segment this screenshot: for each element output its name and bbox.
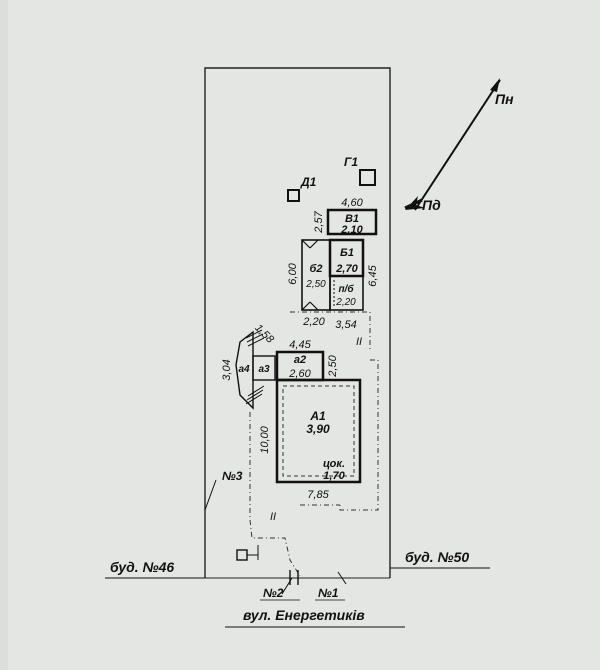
zone-boundary-lower xyxy=(249,412,301,577)
paper-sheet xyxy=(8,0,600,670)
dim-2-50: 2,50 xyxy=(327,354,339,377)
building-b2-hatch xyxy=(309,239,319,249)
point-1: №1 xyxy=(318,586,339,600)
building-pb-name: п/б xyxy=(338,283,354,295)
outbuilding-g1 xyxy=(359,169,376,186)
outbuilding-g1-label: Г1 xyxy=(344,155,358,169)
building-a1-height: 3,90 xyxy=(306,422,330,436)
building-b2 xyxy=(301,239,331,311)
building-a4 xyxy=(235,330,254,410)
north-label: Пн xyxy=(495,91,514,107)
building-b2-hatch xyxy=(301,239,311,249)
street-label: вул. Енергетиків xyxy=(243,607,365,623)
plot-boundary xyxy=(204,67,391,578)
building-pb xyxy=(329,275,364,311)
building-a1-plinth-height: 1,70 xyxy=(323,470,345,482)
dim-7-85: 7,85 xyxy=(307,489,329,501)
zone-boundary-upper xyxy=(290,311,371,350)
dim-3-54: 3,54 xyxy=(335,319,356,331)
building-a4-name: а4 xyxy=(238,364,250,375)
building-b1-height: 2,70 xyxy=(335,263,358,275)
zone-mark-lower: II xyxy=(270,511,276,523)
dim-4-45: 4,45 xyxy=(289,339,311,351)
building-v1-name: В1 xyxy=(345,213,359,225)
building-b2-height: 2,50 xyxy=(305,279,326,290)
building-b2-hatch xyxy=(301,301,311,311)
outbuilding-d1 xyxy=(287,189,300,202)
dim-6-00: 6,00 xyxy=(287,262,299,284)
building-a3-name: а3 xyxy=(258,364,270,375)
south-label: Пд xyxy=(422,197,441,213)
zone-boundary-right xyxy=(339,359,379,511)
building-a1-plinth-label: цок. xyxy=(323,458,345,470)
point-3-leader xyxy=(204,479,217,511)
building-v1-height: 2,10 xyxy=(340,224,363,236)
stairs-hatch xyxy=(245,329,265,405)
building-a2-height: 2,60 xyxy=(288,368,311,380)
building-a2-name: а2 xyxy=(294,354,306,366)
dim-3-04: 3,04 xyxy=(221,359,233,380)
dim-2-20: 2,20 xyxy=(302,316,325,328)
dim-2-57: 2,57 xyxy=(313,210,325,233)
point-2: №2 xyxy=(263,586,284,600)
zone-mark-upper: II xyxy=(356,336,362,348)
dim-6-45: 6,45 xyxy=(367,264,379,286)
building-b1-name: Б1 xyxy=(340,247,354,259)
dim-10-00: 10,00 xyxy=(259,425,271,453)
outbuilding-d1-label: Д1 xyxy=(300,175,317,189)
point-1-leader xyxy=(337,571,347,585)
point-3: №3 xyxy=(222,469,243,483)
building-a1-basement xyxy=(282,385,355,477)
building-v1 xyxy=(326,208,378,236)
dim-4-60: 4,60 xyxy=(341,197,363,209)
building-a1-name: А1 xyxy=(309,409,326,423)
building-b2-hatch xyxy=(309,301,319,311)
neighbor-right: буд. №50 xyxy=(405,549,469,565)
point-2-leader xyxy=(281,577,293,595)
north-arrow xyxy=(404,78,501,211)
neighbor-left: буд. №46 xyxy=(110,559,174,575)
building-b2-name: б2 xyxy=(310,263,323,275)
building-pb-height: 2,20 xyxy=(335,297,356,308)
building-a1 xyxy=(275,378,362,484)
